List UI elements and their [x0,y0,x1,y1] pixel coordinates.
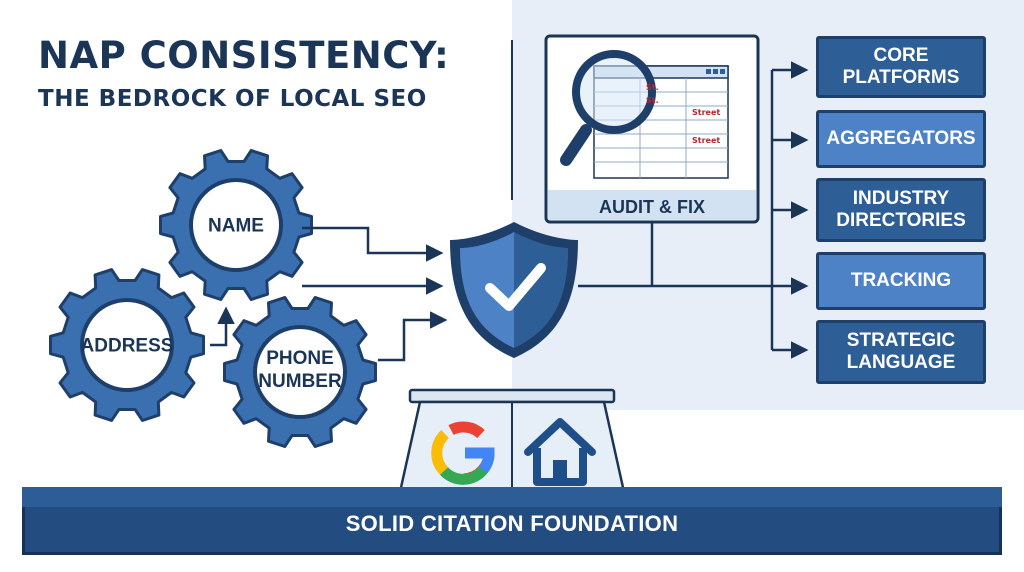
google-g-icon [431,421,495,485]
foundation-label: SOLID CITATION FOUNDATION [345,511,679,536]
gear-phone-label: PHONE NUMBER [258,348,342,392]
category-tracking: TRACKING [816,252,986,310]
cell-text: Street [692,108,721,117]
magnifier-icon [560,50,656,166]
gear-address-label: ADDRESS [80,335,174,357]
audit-box [544,34,760,224]
category-strategic-language: STRATEGIC LANGUAGE [816,320,986,384]
page-subtitle: THE BEDROCK OF LOCAL SEO [38,86,427,112]
connector-address-to-name [210,306,235,347]
foundation-bar-top [22,487,1002,507]
page-title: NAP CONSISTENCY: [38,34,450,77]
audit-fix-label: AUDIT & FIX [599,197,705,217]
gear-name-label: NAME [208,215,264,237]
gear-address-icon [49,268,205,422]
gear-name-icon [159,149,313,301]
category-core-platforms: CORE PLATFORMS [816,36,986,98]
cell-text: St. [646,83,659,92]
cell-text: Street [692,136,721,145]
connector-phone-to-shield [378,311,448,362]
cell-text: St. [646,96,659,105]
category-aggregators: AGGREGATORS [816,110,986,168]
connector-name-to-shield [302,226,444,262]
gear-phone-icon [223,296,377,448]
home-icon [524,418,596,486]
category-industry-directories: INDUSTRY DIRECTORIES [816,178,986,242]
shield-check-icon [450,222,578,358]
